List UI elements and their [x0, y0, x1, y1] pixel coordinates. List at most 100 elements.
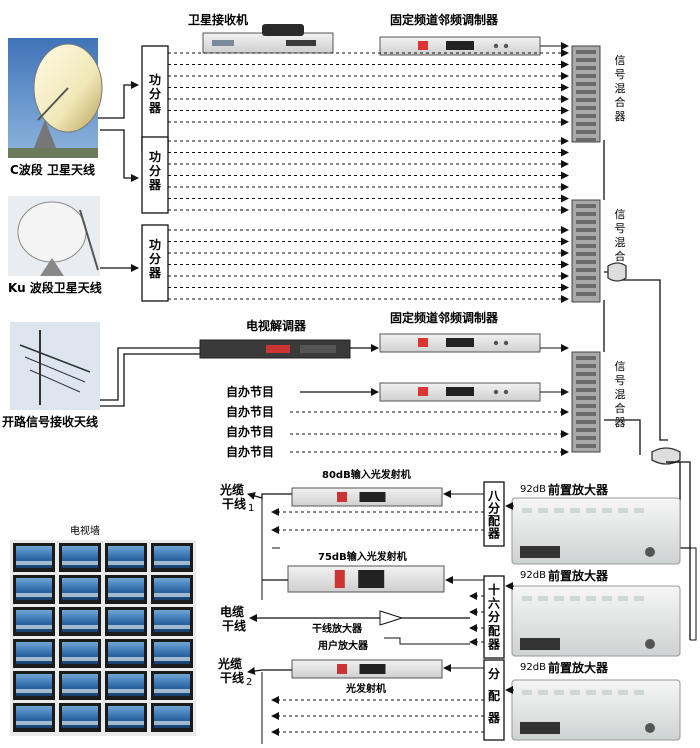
splitter-16-label-char: 器 — [487, 637, 501, 651]
terrestrial-antenna — [10, 322, 100, 410]
preamp-3-label: 前置放大器 — [548, 660, 609, 675]
mixer-port — [576, 260, 596, 264]
preamp-3-vent — [538, 690, 548, 695]
fiber2-label-a: 光缆 — [217, 656, 242, 671]
preamp-2-vent — [618, 596, 628, 601]
mixer-port — [576, 244, 596, 248]
tv-screen-highlight — [108, 657, 144, 661]
preamp-feed — [690, 547, 697, 641]
tv-screen-highlight — [16, 561, 52, 565]
tv-screen-highlight — [108, 689, 144, 693]
tv-screen-highlight — [154, 689, 190, 693]
preamp-1-label: 前置放大器 — [548, 482, 609, 497]
tv-screen-highlight — [16, 625, 52, 629]
optical-tx-75db-display — [358, 570, 385, 588]
preamp-1-db: 92dB — [520, 484, 546, 495]
fiber1-label-a: 光缆 — [219, 482, 244, 497]
demod-to-modulator-link — [300, 344, 379, 396]
preamp-3-vent — [634, 690, 644, 695]
power-divider-label-char: 器 — [148, 178, 162, 192]
modulator-mid-label: 固定频道邻频调制器 — [390, 310, 499, 325]
fiber1-sub: 1 — [248, 503, 254, 514]
tv-screen-highlight — [16, 689, 52, 693]
preamp-3-vent — [618, 690, 628, 695]
preamp-2-db: 92dB — [520, 570, 546, 581]
local-program-label: 自办节目 — [226, 384, 274, 399]
power-divider-label-char: 器 — [148, 266, 162, 280]
preamp-2-vent — [634, 596, 644, 601]
optical-tx-80db-led — [337, 492, 347, 502]
preamp-2-vent — [538, 596, 548, 601]
local-program-label: 自办节目 — [226, 444, 274, 459]
power-divider-label-char: 分 — [149, 163, 161, 178]
optical-tx-led — [337, 664, 347, 674]
antenna-links — [98, 81, 200, 407]
signal-mixers: 信号混合器信号混合器信号混合器 — [571, 45, 626, 453]
mixer-label-char: 合 — [615, 95, 626, 109]
tv-screen-highlight — [108, 721, 144, 725]
optical-tx — [291, 659, 443, 679]
power-divider-label-char: 器 — [148, 101, 162, 115]
optical-tx-75db — [287, 565, 445, 593]
mixer-port — [576, 106, 596, 110]
mixer-port — [576, 292, 596, 296]
mixer-port — [576, 444, 596, 448]
preamp-3-vent — [570, 690, 580, 695]
mixer-port — [576, 138, 596, 142]
preamp-2-vent — [602, 596, 612, 601]
mixer-port — [576, 364, 596, 368]
tv-screen-highlight — [16, 657, 52, 661]
optical-tx-80db — [291, 487, 443, 507]
mixer-label-char: 混 — [615, 236, 626, 249]
mixer-port — [576, 130, 596, 134]
mixer-port — [576, 220, 596, 224]
splitter-16-label-char: 十 — [488, 582, 500, 597]
power-divider-label-char: 分 — [149, 86, 161, 101]
power-divider-box — [141, 224, 169, 302]
optical-tx-80db-label: 80dB输入光发射机 — [322, 468, 411, 481]
preamp-1-vent — [618, 508, 628, 513]
tv-screen-highlight — [16, 593, 52, 597]
preamp-1-vent — [554, 508, 564, 513]
preamp-1-vent — [634, 508, 644, 513]
signal-lines — [168, 42, 569, 456]
preamp-3-db: 92dB — [520, 662, 546, 673]
preamp-3-vent — [554, 690, 564, 695]
mixer-port — [576, 412, 596, 416]
fiber2-label-b: 干线 — [220, 670, 244, 685]
tv-screen-highlight — [108, 561, 144, 565]
tv-screen-highlight — [108, 625, 144, 629]
splitter-16-box — [483, 575, 505, 659]
mixer-label-char: 信 — [615, 360, 626, 373]
mixer-port — [576, 74, 596, 78]
power-divider-box — [141, 136, 169, 214]
tv-screen-highlight — [154, 625, 190, 629]
splitter-8-label-char: 八 — [487, 489, 501, 503]
optical-tx-80db-display — [359, 492, 386, 502]
tv-wall — [10, 540, 196, 736]
trunk-amp-symbol — [379, 610, 404, 626]
trunk-amp-label: 干线放大器 — [312, 622, 363, 635]
mixer-port — [576, 66, 596, 70]
fiber-trunk-1 — [247, 492, 292, 500]
ku-band-label: Ku 波段卫星天线 — [8, 280, 102, 295]
tv-screen-highlight — [62, 721, 98, 725]
splitter-8-label-char: 分 — [488, 501, 500, 516]
optical-tx-display — [359, 664, 386, 674]
preamp-3-knob — [645, 723, 655, 733]
mixer-port — [576, 252, 596, 256]
splitter-16-label-char: 分 — [488, 609, 500, 624]
modulator-mid — [379, 333, 541, 353]
preamp-2-vent — [554, 596, 564, 601]
mixer-panel — [571, 351, 601, 453]
mixer-port — [576, 396, 596, 400]
mixer-port — [576, 404, 596, 408]
mixer-label-char: 合 — [615, 401, 626, 415]
power-divider-label: 功分器 — [148, 149, 162, 192]
splitter-16-label-char: 六 — [488, 596, 500, 611]
